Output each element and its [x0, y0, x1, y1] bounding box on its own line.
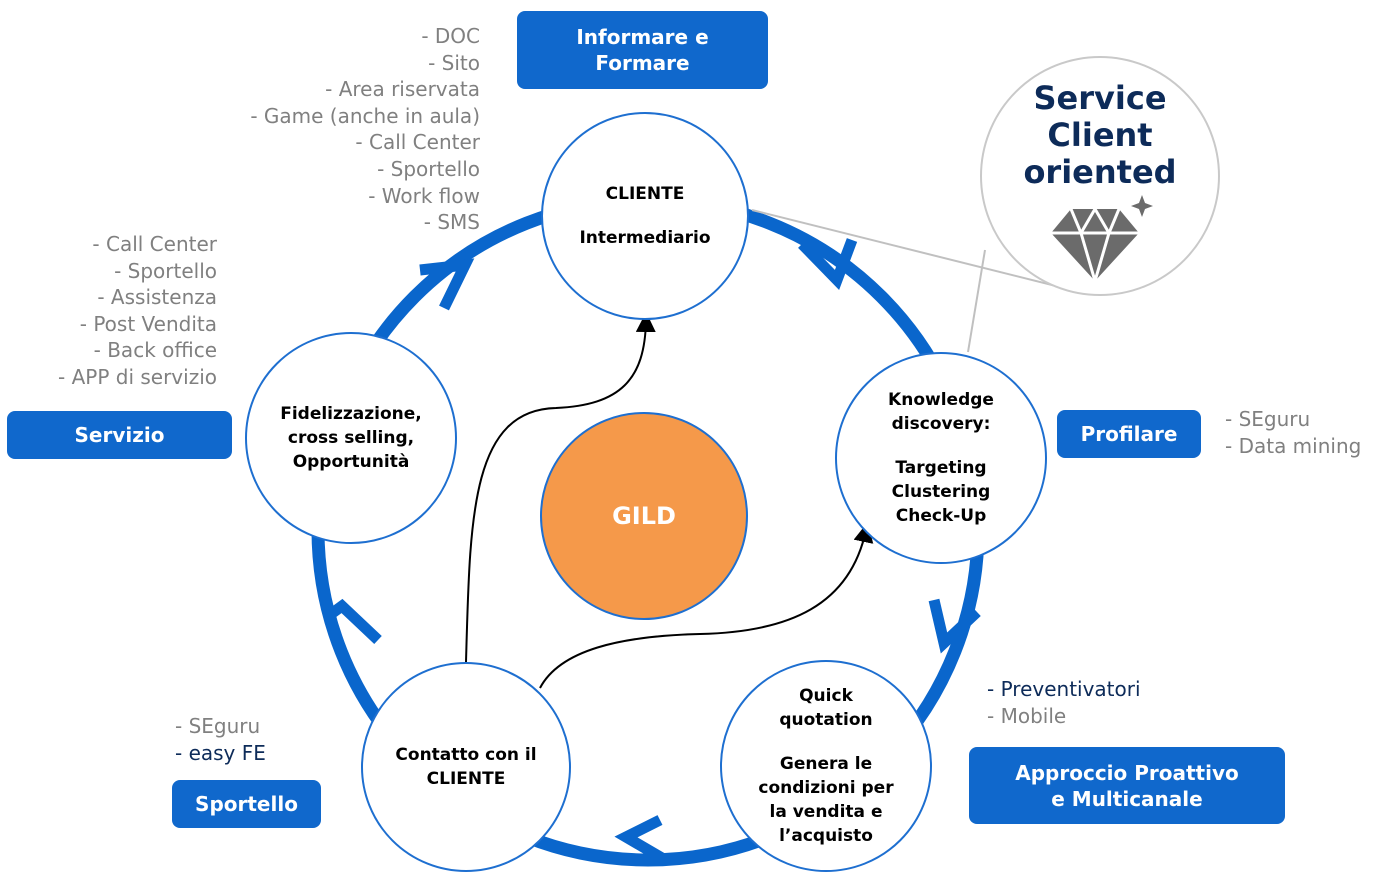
node-knowledge-line2: discovery:	[891, 414, 991, 434]
node-quick-line3: Genera le	[779, 754, 873, 774]
node-knowledge-line1: Knowledge	[888, 390, 994, 410]
ring-arrow-right	[928, 598, 981, 654]
tag-sportello-label: Sportello	[195, 792, 298, 816]
tag-informare-line2: Formare	[595, 51, 690, 75]
node-fidelizzazione-line1: Fidelizzazione,	[280, 404, 422, 424]
node-quick: Quick quotation Genera le condizioni per…	[720, 660, 932, 872]
node-quick-line5: la vendita e	[769, 802, 883, 822]
service-callout-line1: Service	[1033, 79, 1167, 117]
list-item: - Game (anche in aula)	[250, 103, 480, 128]
tag-sportello: Sportello	[172, 780, 321, 828]
list-item: - Post Vendita	[79, 311, 217, 336]
tag-informare: Informare e Formare	[517, 11, 768, 89]
callout-pointer-line	[751, 209, 1073, 291]
node-quick-line4: condizioni per	[758, 778, 894, 798]
arrow-contatto-to-knowledge	[539, 522, 874, 689]
node-fidelizzazione-line3: Opportunità	[292, 452, 410, 472]
node-quick-line1: Quick	[799, 686, 853, 706]
node-knowledge-line3: Targeting	[895, 458, 987, 478]
list-item: - DOC	[421, 24, 480, 48]
node-knowledge-line5: Check-Up	[895, 506, 987, 526]
service-callout-title: Service Client oriented	[1023, 80, 1176, 191]
service-callout: Service Client oriented	[980, 56, 1220, 296]
ring-arrow-bottom	[614, 815, 665, 863]
node-cliente: CLIENTE Intermediario	[541, 112, 749, 320]
list-item: - Sito	[428, 50, 480, 75]
tag-servizio-label: Servizio	[74, 423, 165, 447]
diamond-sparkle-icon	[1051, 195, 1153, 283]
list-item: - Back office	[93, 338, 217, 363]
node-quick-line2: quotation	[779, 710, 873, 730]
center-gild-label: GILD	[612, 502, 676, 530]
ring-arrow-top-right	[798, 238, 858, 291]
center-gild: GILD	[540, 412, 748, 620]
list-item: - Sportello	[377, 156, 480, 181]
tag-approccio: Approccio Proattivo e Multicanale	[969, 747, 1285, 824]
list-item: - Data mining	[1225, 433, 1362, 458]
node-fidelizzazione: Fidelizzazione, cross selling, Opportuni…	[245, 332, 457, 544]
tag-approccio-line2: e Multicanale	[1051, 786, 1203, 811]
list-sportello: - SEguru - easy FE	[175, 713, 266, 766]
tag-profilare: Profilare	[1057, 410, 1201, 458]
list-informare: - DOC - Sito - Area riservata - Game (an…	[250, 23, 480, 236]
arrow-contatto-to-cliente	[465, 312, 656, 663]
list-item: - SEguru	[175, 714, 261, 738]
list-item: - Preventivatori	[987, 677, 1141, 701]
service-callout-line3: oriented	[1023, 153, 1177, 191]
node-knowledge-line4: Clustering	[891, 482, 991, 502]
list-item: - Sportello	[114, 258, 217, 283]
list-item: - Work flow	[368, 183, 480, 208]
node-contatto-line2: CLIENTE	[426, 769, 506, 789]
list-item: - Call Center	[355, 130, 480, 155]
list-approccio: - Preventivatori - Mobile	[987, 676, 1141, 729]
tag-servizio: Servizio	[7, 411, 232, 459]
list-profilare: - SEguru - Data mining	[1225, 406, 1361, 459]
node-quick-line6: l’acquisto	[779, 826, 873, 846]
list-item: - Area riservata	[325, 77, 480, 102]
ring-arrow-top-left	[419, 258, 475, 311]
ring-arrow-left	[323, 598, 382, 644]
node-knowledge: Knowledge discovery: Targeting Clusterin…	[835, 352, 1047, 564]
node-cliente-line2: Intermediario	[579, 228, 711, 248]
list-item: - APP di servizio	[58, 364, 217, 389]
list-servizio: - Call Center - Sportello - Assistenza -…	[58, 231, 217, 391]
service-callout-line2: Client	[1047, 116, 1153, 154]
list-item: - Assistenza	[97, 285, 217, 310]
node-contatto-line1: Contatto con il	[395, 745, 537, 765]
tag-profilare-label: Profilare	[1080, 422, 1178, 446]
node-contatto: Contatto con il CLIENTE	[361, 662, 571, 872]
tag-approccio-line1: Approccio Proattivo	[1015, 760, 1239, 785]
tag-informare-line1: Informare e	[576, 25, 709, 49]
list-item: - SEguru	[1225, 407, 1311, 431]
node-cliente-line1: CLIENTE	[605, 184, 685, 204]
list-item: - Call Center	[92, 232, 217, 256]
node-fidelizzazione-line2: cross selling,	[287, 428, 415, 448]
callout-pointer-line-2	[967, 249, 986, 353]
list-item: - easy FE	[175, 740, 266, 765]
list-item: - SMS	[423, 210, 480, 235]
list-item: - Mobile	[987, 703, 1067, 728]
